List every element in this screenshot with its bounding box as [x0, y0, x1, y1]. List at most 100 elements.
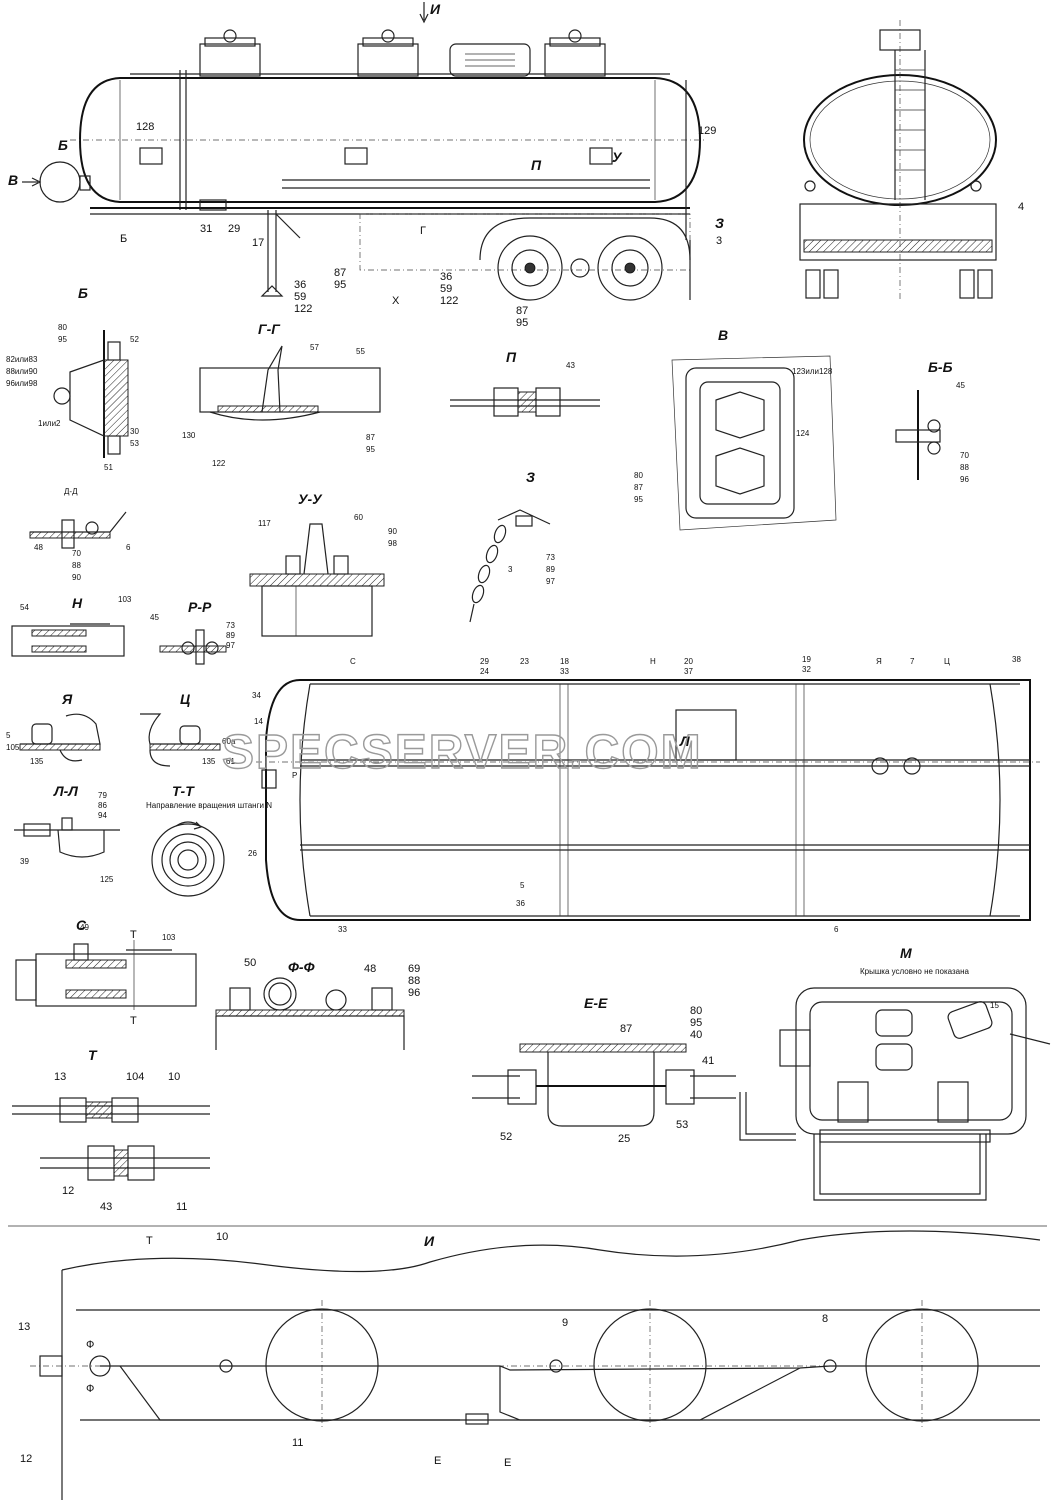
callout-label: Ф	[86, 1339, 94, 1351]
callout-label: 80	[634, 471, 643, 480]
callout-label: 33	[338, 925, 347, 934]
callout-label: 51	[104, 463, 113, 472]
callout-label: 12	[62, 1185, 74, 1197]
rear-view	[799, 20, 997, 300]
callout-label: 90	[72, 573, 81, 582]
marker-n: Н	[650, 657, 656, 666]
callout-label: 30	[130, 427, 139, 436]
callout-label: 18	[560, 657, 569, 666]
callout-label: 125	[100, 875, 114, 884]
view-z-marker: З	[715, 215, 724, 231]
view-title: Г-Г	[258, 321, 281, 337]
callout-label: 87	[634, 483, 643, 492]
callout-label: 37	[684, 667, 693, 676]
callout-label: 87	[366, 433, 375, 442]
callout-label: 32	[802, 665, 811, 674]
callout-label: 129	[698, 125, 716, 137]
callout-label: 90	[388, 527, 397, 536]
callout-label: 70	[960, 451, 969, 460]
callout-label: 88или90	[6, 367, 38, 376]
callout-label: 79	[98, 791, 107, 800]
view-title: П	[506, 349, 517, 365]
callout-label: 124	[796, 429, 810, 438]
callout-label: 89	[546, 565, 555, 574]
marker-c: С	[350, 657, 356, 666]
view-b-marker: Б	[58, 137, 68, 153]
view-title: Я	[61, 691, 73, 707]
view-title: Ф-Ф	[288, 959, 315, 975]
main-side-view: И	[8, 1, 1024, 329]
view-u-marker: У	[612, 149, 623, 165]
callout-label: Ф	[86, 1383, 94, 1395]
callout-label: 73	[226, 621, 235, 630]
callout-label: 103	[162, 933, 176, 942]
callout-label: 48	[364, 963, 376, 975]
marker-ts: Ц	[944, 657, 950, 666]
callout-label: Т	[130, 929, 137, 941]
callout-label: 52	[130, 335, 139, 344]
callout-label: 55	[356, 347, 365, 356]
callout-label: 25	[618, 1133, 630, 1145]
callout-label: 59	[440, 283, 452, 295]
callout-label: 95	[334, 279, 346, 291]
view-z: З 3 73 89 97	[469, 469, 555, 623]
view-title: Е-Е	[584, 995, 608, 1011]
detail-t: Т 13 104 10 12 43 11	[12, 1047, 210, 1213]
callout-label: 80	[690, 1005, 702, 1017]
callout-label: 98	[388, 539, 397, 548]
marker-r: Р	[292, 771, 297, 780]
callout-label: 122	[294, 303, 312, 315]
callout-label: 122	[212, 459, 226, 468]
callout-label: 88	[72, 561, 81, 570]
callout-label: 52	[500, 1131, 512, 1143]
view-p-marker: П	[531, 157, 542, 173]
section-g-marker: Г	[420, 225, 426, 237]
callout-label: 29	[480, 657, 489, 666]
callout-label: 15	[990, 1001, 999, 1010]
callout-label: 80	[58, 323, 67, 332]
view-title: Т-Т	[172, 783, 195, 799]
callout-label: 36	[440, 271, 452, 283]
callout-label: 87	[516, 305, 528, 317]
callout-label: 117	[258, 519, 271, 528]
view-title: У-У	[298, 491, 323, 507]
callout-label: 43	[100, 1201, 112, 1213]
callout-label: 45	[956, 381, 965, 390]
callout-label: 60а	[222, 737, 236, 746]
view-title: Н	[72, 595, 83, 611]
section-f-f: Ф-Ф 50 48 69 88 96	[215, 957, 420, 1050]
callout-label: 57	[310, 343, 319, 352]
marker-l: Л	[679, 733, 690, 749]
callout-label: 17	[252, 237, 264, 249]
callout-label: 94	[98, 811, 107, 820]
callout-label: 39	[20, 857, 29, 866]
callout-label: 31	[200, 223, 212, 235]
view-title: М	[900, 945, 912, 961]
callout-label: 8	[822, 1313, 828, 1325]
callout-label: 95	[366, 445, 375, 454]
section-u-u: У-У 117 60 90 98	[249, 491, 397, 637]
callout-label: Т	[130, 1015, 137, 1027]
callout-label: 43	[566, 361, 575, 370]
callout-label: 87	[620, 1023, 632, 1035]
callout-label: 11	[292, 1437, 303, 1449]
callout-label: 88	[408, 975, 420, 987]
callout-label: 14	[254, 717, 263, 726]
callout-label: Т	[146, 1235, 153, 1247]
callout-label: 82или83	[6, 355, 38, 364]
view-title: И	[424, 1233, 435, 1249]
callout-label: 69	[408, 963, 420, 975]
section-e-e: Е-Е 87 80 95 40 41 52 25 53	[472, 995, 736, 1145]
callout-label: 59	[294, 291, 306, 303]
callout-label: 122	[440, 295, 458, 307]
callout-label: 61	[226, 757, 235, 766]
callout-label: 3	[508, 565, 513, 574]
callout-label: 6	[126, 543, 131, 552]
callout-label: 96или98	[6, 379, 38, 388]
callout-label: 20	[684, 657, 693, 666]
detail-ts: Ц 135 61 60а	[140, 691, 236, 767]
callout-label: 36	[516, 899, 525, 908]
callout-label: 53	[130, 439, 139, 448]
callout-label: 95	[690, 1017, 702, 1029]
